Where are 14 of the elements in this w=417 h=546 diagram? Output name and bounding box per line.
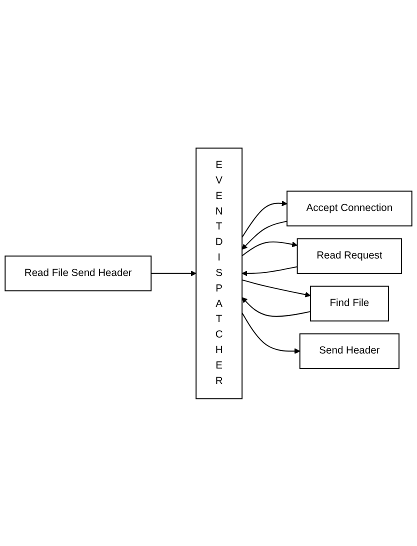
- arrow: [242, 240, 298, 256]
- node-box: Read File Send Header: [4, 255, 152, 291]
- node-box: Find File: [310, 285, 389, 322]
- node-box: Read Request: [296, 238, 402, 274]
- node-box: E V E N T D I S P A T C H E R: [196, 147, 243, 399]
- arrow: [242, 266, 298, 276]
- arrow: [150, 270, 196, 276]
- node-box: Accept Connection: [286, 190, 412, 226]
- node-box: Send Header: [299, 332, 400, 369]
- arrow: [242, 220, 288, 250]
- arrow: [242, 279, 311, 297]
- arrow: [242, 296, 311, 317]
- arrow: [242, 200, 288, 238]
- arrow: [242, 312, 300, 354]
